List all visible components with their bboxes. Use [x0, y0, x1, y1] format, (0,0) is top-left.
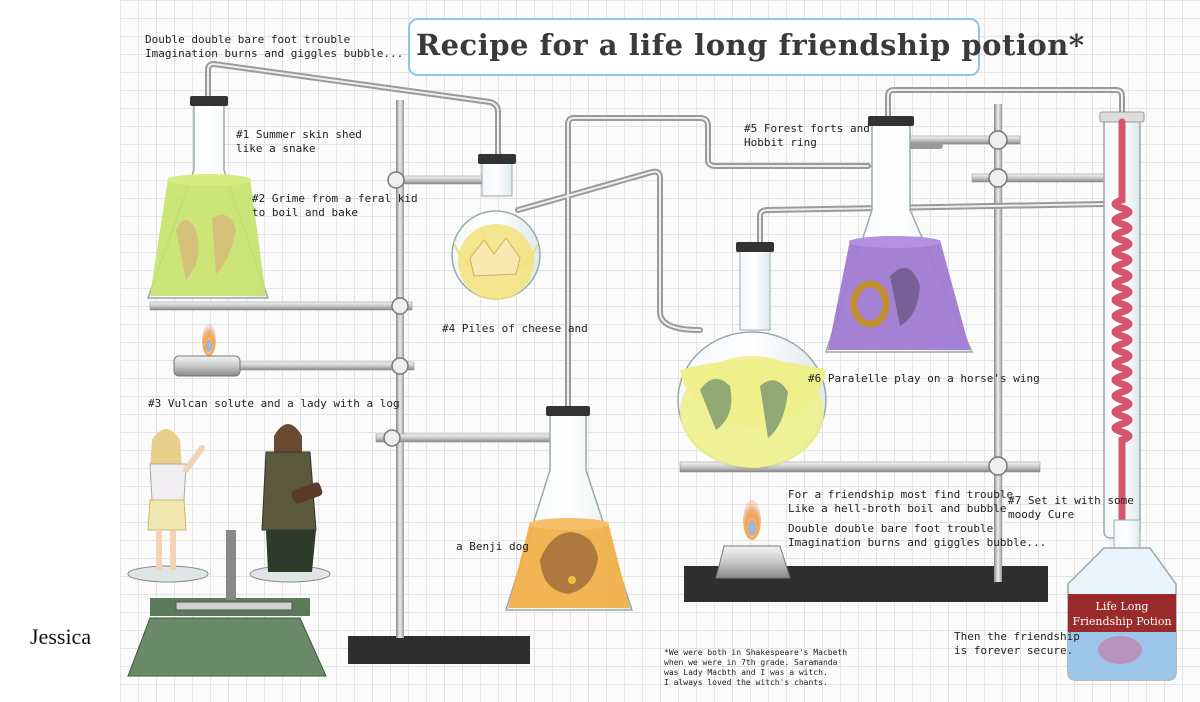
clamp-knobs [383, 130, 1008, 476]
step-1-text: #1 Summer skin shed like a snake [236, 128, 362, 155]
footnote: *We were both in Shakespeare's Macbeth w… [664, 648, 848, 687]
title-box [408, 18, 980, 76]
ring-stand-icon [994, 104, 1002, 582]
step-5-text: #5 Forest forts and Hobbit ring [744, 122, 870, 149]
step-7-text: #7 Set it with some moody Cure [1008, 494, 1134, 521]
page-title: Recipe for a life long friendship potion… [416, 28, 1085, 62]
clamp-bars [149, 135, 1105, 473]
chant-bottom-2: Double double bare foot trouble Imaginat… [788, 522, 1047, 549]
flask-icon [677, 242, 827, 469]
potion-bottle-icon: Life Long Friendship Potion [1067, 519, 1177, 681]
burner-flame-icon [715, 500, 791, 579]
potion-label-line1: Life Long [1096, 600, 1149, 613]
scale-icon [127, 530, 331, 677]
flask-icon [146, 96, 270, 299]
step-3-text: #3 Vulcan solute and a lady with a log [148, 397, 400, 410]
chant-top: Double double bare foot trouble Imaginat… [145, 33, 404, 60]
chant-bottom-1: For a friendship most find trouble Like … [788, 488, 1014, 515]
flask-icon [504, 406, 634, 611]
flask-icon [451, 154, 541, 300]
stand-base-left [348, 636, 530, 664]
potion-label-line2: Friendship Potion [1072, 615, 1171, 628]
glass-tubes [205, 60, 1125, 415]
signature: Jessica [30, 624, 92, 649]
burner-flame-icon [173, 324, 241, 377]
step-2-text: #2 Grime from a feral kid to boil and ba… [252, 192, 418, 219]
girl-figure [147, 429, 205, 570]
condenser-coil-icon [1099, 111, 1145, 564]
step-6-text: #6 Paralelle play on a horse's wing [808, 372, 1040, 385]
flask-icon [824, 116, 974, 353]
step-4-text: #4 Piles of cheese and [442, 322, 588, 335]
step-4-continued-text: a Benji dog [456, 540, 529, 553]
ending-text: Then the friendship is forever secure. [954, 630, 1080, 657]
lady-with-log-figure [261, 424, 323, 572]
